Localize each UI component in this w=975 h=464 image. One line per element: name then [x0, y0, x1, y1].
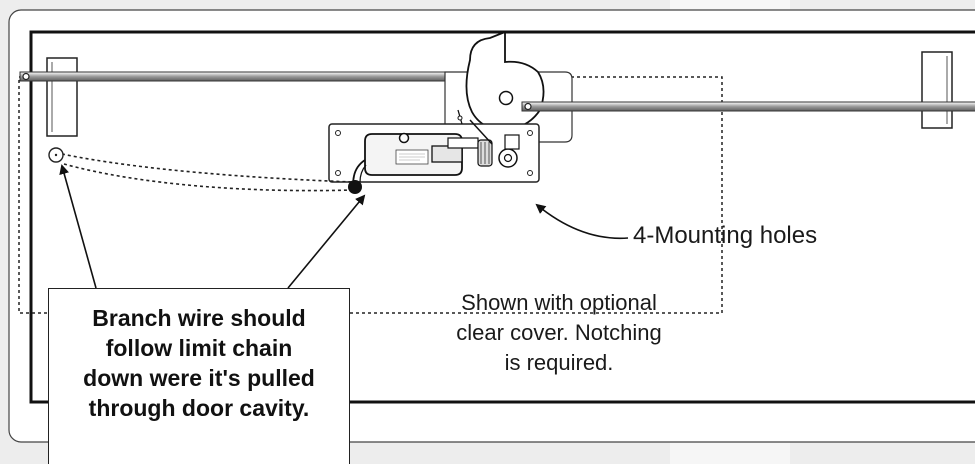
note-line: clear cover. Notching	[456, 320, 662, 345]
mounting-holes-arrow	[535, 203, 629, 240]
wire-grommet	[348, 180, 362, 194]
mounting-holes-label: 4-Mounting holes	[633, 222, 818, 249]
note-line: Shown with optional	[461, 290, 657, 315]
callout-arrow-hole	[59, 164, 97, 289]
limit-chain	[61, 153, 353, 183]
callout-line: follow limit chain	[105, 335, 293, 361]
callout-arrow-grommet	[287, 194, 366, 289]
callout-line: Branch wire should	[92, 305, 306, 331]
optional-cover-outline	[18, 76, 723, 314]
callout-line: down were it's pulled	[83, 365, 315, 391]
note-line: is required.	[504, 350, 614, 375]
right-lock-rod	[521, 101, 975, 112]
optional-cover-note: Shown with optional clear cover. Notchin…	[424, 288, 694, 378]
branch-wire-callout: Branch wire should follow limit chain do…	[48, 288, 350, 464]
left-lock-rod	[19, 71, 493, 82]
callout-line: through door cavity.	[88, 395, 310, 421]
